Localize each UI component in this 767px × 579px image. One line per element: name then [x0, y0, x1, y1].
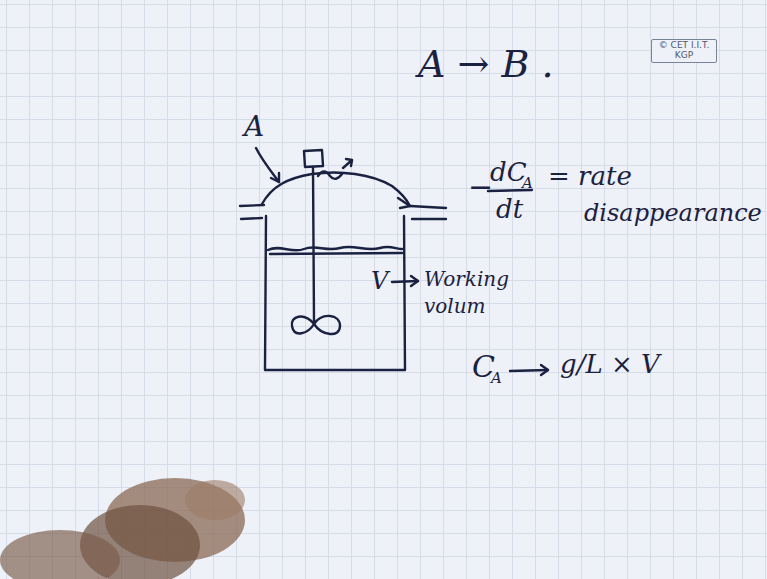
volume-symbol: V [371, 268, 388, 294]
lid-arrow [398, 198, 410, 208]
rate-note: disappearance [584, 200, 762, 226]
minus-sign: − [468, 170, 493, 203]
stirrer-shaft [313, 167, 314, 322]
vapor-wave [318, 172, 342, 179]
tank-wall [265, 216, 405, 370]
flange [240, 205, 264, 206]
rate-note: = rate [548, 162, 632, 191]
subscript: A [522, 175, 533, 192]
rate-numerator: dC [490, 158, 527, 187]
reactor-lid [262, 173, 410, 207]
liquid-level [270, 253, 402, 254]
watermark-box: © CET I.I.T. KGP [651, 39, 717, 63]
leader-arrow [411, 276, 418, 286]
leader-arrow [510, 370, 548, 371]
feed-arrow [271, 173, 279, 182]
flange [410, 206, 446, 208]
volume-note: Working volum [424, 266, 506, 320]
subscript: A [491, 370, 502, 387]
impeller [292, 316, 340, 334]
flange [412, 218, 446, 220]
vent-arrow [346, 159, 352, 166]
units-note: g/L × V [560, 350, 660, 379]
liquid-level [268, 247, 402, 251]
watermark-text: © CET I.I.T. KGP [655, 41, 713, 61]
rate-denominator: dt [496, 195, 523, 224]
feed-label: A [244, 112, 264, 143]
flange [241, 218, 262, 219]
reaction-equation: A → B . [418, 44, 554, 86]
leader-arrow [392, 281, 418, 282]
hand-blur [0, 478, 245, 579]
leader-arrow [541, 365, 548, 375]
vent-arrow [343, 160, 352, 168]
motor-box [304, 150, 323, 167]
feed-arrow [256, 148, 279, 182]
